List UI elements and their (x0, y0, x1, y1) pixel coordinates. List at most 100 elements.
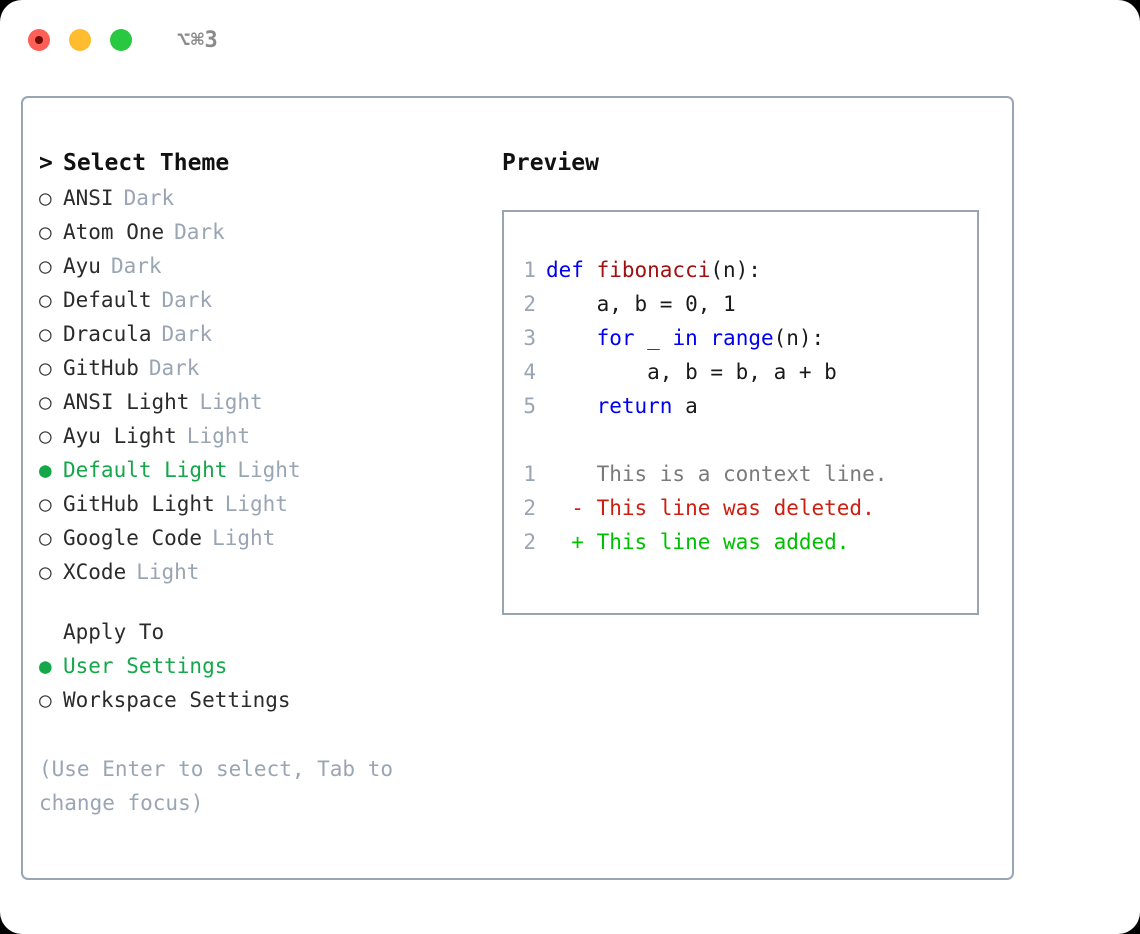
theme-option-tag: Light (224, 492, 288, 516)
theme-option-tag: Light (237, 458, 301, 482)
theme-option-tag: Light (136, 560, 200, 584)
theme-option-label: Google Code (63, 526, 203, 550)
radio-unselected-icon: ○ (39, 288, 52, 312)
theme-option-tag: Dark (161, 288, 213, 312)
select-theme-title: Select Theme (63, 150, 230, 176)
caret-icon: > (39, 150, 53, 176)
code-line-content: return a (546, 394, 698, 418)
diff-line-number: 2 (523, 496, 536, 520)
maximize-button[interactable] (110, 29, 132, 51)
theme-option-default[interactable]: ○ Default Dark (39, 288, 489, 322)
apply-to-items-container: ●User Settings○ Workspace Settings (39, 654, 489, 722)
code-line-content: a, b = b, a + b (546, 360, 837, 384)
code-token-kw: return (596, 394, 673, 418)
theme-option-tag: Dark (110, 254, 162, 278)
title-bar: ⌥⌘3 (0, 0, 1140, 80)
radio-unselected-icon: ○ (39, 424, 52, 448)
radio-unselected-icon: ○ (39, 526, 52, 550)
apply-to-option-workspace-settings[interactable]: ○ Workspace Settings (39, 688, 489, 722)
apply-to-option-user-settings[interactable]: ●User Settings (39, 654, 489, 688)
recording-indicator-icon (35, 36, 43, 44)
theme-option-google-code[interactable]: ○ Google Code Light (39, 526, 489, 560)
theme-option-xcode[interactable]: ○ XCode Light (39, 560, 489, 594)
theme-option-label: Atom One (63, 220, 165, 244)
apply-to-header: Apply To (39, 620, 489, 654)
apply-to-title: Apply To (63, 620, 165, 644)
theme-option-tag: Light (212, 526, 276, 550)
diff-sample: 1 This is a context line.2 - This line w… (504, 462, 977, 564)
diff-line-context: 1 This is a context line. (504, 462, 977, 496)
code-token-kw: for (596, 326, 635, 350)
theme-option-tag: Light (186, 424, 251, 448)
theme-option-label: Default (63, 288, 152, 312)
code-token-plain (546, 326, 597, 350)
theme-option-ayu-light[interactable]: ○ Ayu Light Light (39, 424, 489, 458)
diff-line-content: + This line was added. (546, 530, 850, 554)
code-token-kw: def (546, 258, 597, 282)
theme-option-label: Dracula (63, 322, 152, 346)
code-line: 3 for _ in range(n): (504, 326, 977, 360)
section-spacer (39, 594, 489, 620)
theme-option-ayu[interactable]: ○ Ayu Dark (39, 254, 489, 288)
code-line-content: def fibonacci(n): (546, 258, 761, 282)
radio-unselected-icon: ○ (39, 356, 52, 380)
diff-line-added: 2 + This line was added. (504, 530, 977, 564)
code-line-number: 4 (523, 360, 536, 384)
code-line-number: 5 (523, 394, 536, 418)
apply-to-option-label: Workspace Settings (63, 688, 291, 712)
radio-selected-icon: ● (39, 458, 52, 482)
theme-option-label: Ayu Light (63, 424, 177, 448)
traffic-lights (28, 29, 132, 51)
theme-option-label: XCode (63, 560, 127, 584)
diff-line-number: 2 (523, 530, 536, 554)
radio-unselected-icon: ○ (39, 220, 52, 244)
radio-unselected-icon: ○ (39, 560, 52, 584)
theme-option-tag: Dark (174, 220, 225, 244)
theme-option-ansi-light[interactable]: ○ ANSI Light Light (39, 390, 489, 424)
radio-unselected-icon: ○ (39, 390, 52, 414)
theme-option-label: Default Light (63, 458, 228, 482)
code-token-plain (546, 394, 597, 418)
code-token-kw: in (672, 326, 698, 350)
code-token-plain: (n): (710, 258, 761, 282)
code-token-plain (698, 326, 711, 350)
theme-option-tag: Dark (161, 322, 213, 346)
diff-line-number: 1 (523, 462, 536, 486)
radio-unselected-icon: ○ (39, 186, 52, 210)
theme-option-tag: Light (199, 390, 263, 414)
diff-line-deleted: 2 - This line was deleted. (504, 496, 977, 530)
code-line: 4 a, b = b, a + b (504, 360, 977, 394)
code-line-number: 2 (523, 292, 536, 316)
radio-unselected-icon: ○ (39, 688, 52, 712)
minimize-button[interactable] (69, 29, 91, 51)
code-token-plain: a, b = 0, 1 (546, 292, 736, 316)
window-title: ⌥⌘3 (177, 27, 219, 53)
code-token-plain: a, b = b, a + b (546, 360, 837, 384)
code-diff-spacer (504, 428, 977, 462)
theme-option-tag: Dark (148, 356, 200, 380)
apply-to-option-label: User Settings (63, 654, 228, 678)
theme-option-label: ANSI Light (63, 390, 190, 414)
select-theme-header: > Select Theme (39, 150, 489, 186)
theme-option-label: Ayu (63, 254, 101, 278)
code-token-plain: a (672, 394, 698, 418)
theme-option-atom-one[interactable]: ○ Atom One Dark (39, 220, 489, 254)
close-button[interactable] (28, 29, 50, 51)
theme-option-label: ANSI (63, 186, 114, 210)
theme-option-default-light[interactable]: ● Default Light Light (39, 458, 489, 492)
code-token-kw: range (710, 326, 774, 350)
radio-unselected-icon: ○ (39, 254, 52, 278)
code-line-content: a, b = 0, 1 (546, 292, 736, 316)
